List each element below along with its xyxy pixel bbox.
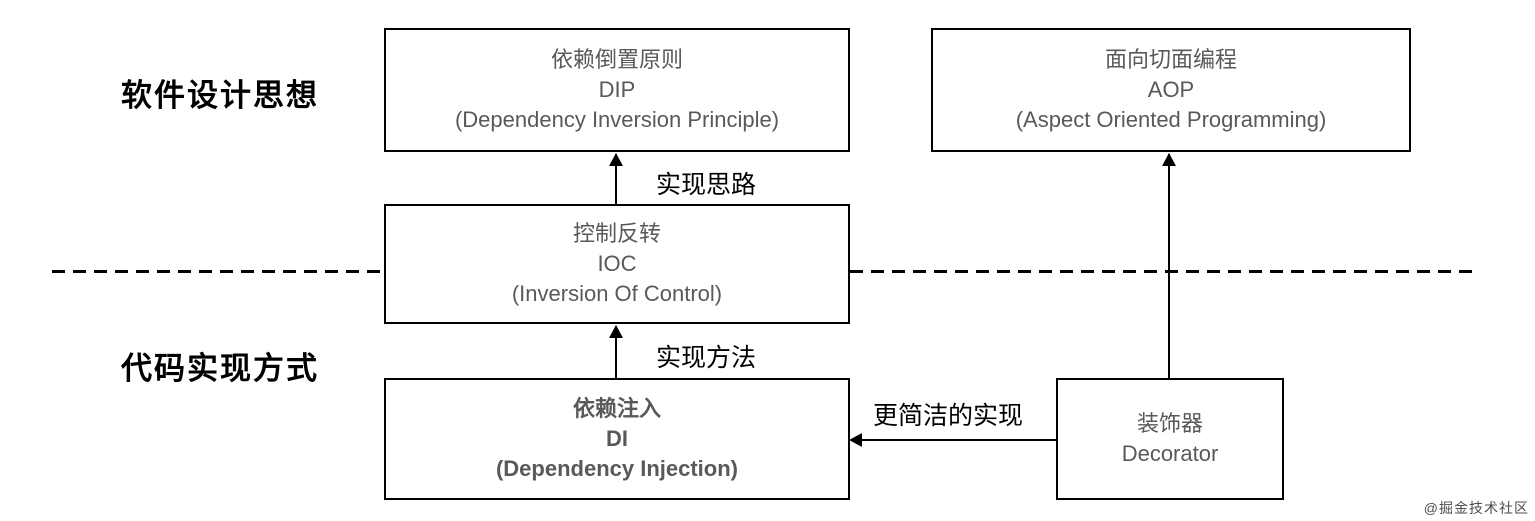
node-ioc-abbr: IOC	[597, 251, 637, 276]
arrow-di-to-ioc-head-icon	[609, 325, 623, 338]
node-dip-fullname: (Dependency Inversion Principle)	[454, 107, 780, 132]
arrow-decorator-to-aop-line	[1168, 154, 1170, 378]
arrow-decorator-to-di-line	[860, 439, 1056, 441]
node-ioc-fullname: (Inversion Of Control)	[511, 281, 723, 306]
node-decorator-title: 装饰器	[1136, 411, 1203, 436]
edge-label-simpler-implementation: 更简洁的实现	[873, 402, 1024, 430]
node-dip: 依赖倒置原则 DIP (Dependency Inversion Princip…	[384, 28, 850, 152]
node-aop: 面向切面编程 AOP (Aspect Oriented Programming)	[931, 28, 1411, 152]
node-decorator: 装饰器 Decorator	[1056, 378, 1284, 500]
node-aop-abbr: AOP	[1147, 77, 1195, 102]
node-aop-title: 面向切面编程	[1104, 47, 1237, 72]
edge-label-implementation-method: 实现方法	[656, 344, 757, 372]
node-di-title: 依赖注入	[572, 396, 661, 421]
node-di-abbr: DI	[606, 426, 628, 451]
arrow-di-to-ioc-line	[615, 326, 617, 378]
node-di: 依赖注入 DI (Dependency Injection)	[384, 378, 850, 500]
arrow-decorator-to-aop-head-icon	[1162, 153, 1176, 166]
node-aop-fullname: (Aspect Oriented Programming)	[1015, 107, 1327, 132]
node-dip-abbr: DIP	[598, 77, 636, 102]
node-di-fullname: (Dependency Injection)	[495, 456, 739, 481]
dashed-divider-left-segment	[52, 270, 384, 273]
dashed-divider-right-segment	[850, 270, 1478, 273]
arrow-ioc-to-dip-head-icon	[609, 153, 623, 166]
arrow-decorator-to-di-head-icon	[849, 433, 862, 447]
node-ioc-title: 控制反转	[572, 221, 661, 246]
node-decorator-abbr: Decorator	[1121, 441, 1219, 466]
section-label-code-implementation: 代码实现方式	[121, 351, 319, 386]
arrow-ioc-to-dip-line	[615, 154, 617, 204]
watermark: @掘金技术社区	[1423, 500, 1529, 516]
node-dip-title: 依赖倒置原则	[550, 47, 683, 72]
edge-label-implementation-idea: 实现思路	[656, 171, 757, 199]
section-label-design-ideas: 软件设计思想	[121, 78, 319, 113]
node-ioc: 控制反转 IOC (Inversion Of Control)	[384, 204, 850, 324]
